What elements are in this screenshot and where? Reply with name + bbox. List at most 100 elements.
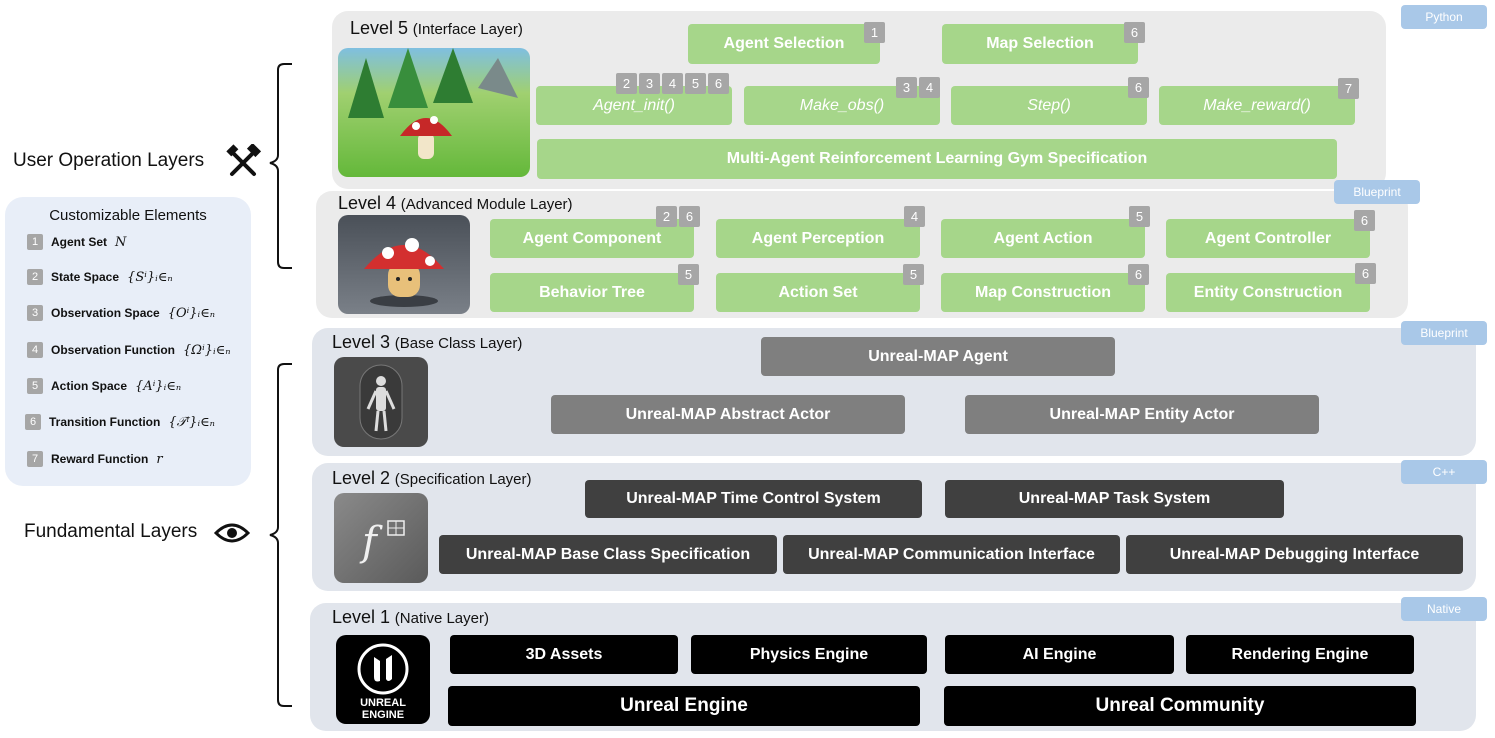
unreal-community-box: Unreal Community [944,686,1416,726]
unreal-map-abstract-actor-box: Unreal-MAP Abstract Actor [551,395,905,434]
level1-number: Level 1 [332,607,391,627]
user-layers-bracket [269,63,292,269]
badge: 7 [1338,78,1359,99]
mannequin-icon [359,364,403,440]
step-box: Step() [951,86,1147,125]
level4-tag: Blueprint [1334,180,1420,204]
user-operation-layers-label: User Operation Layers [13,150,204,172]
agent-perception-box: Agent Perception [716,219,920,258]
badge: 6 [1128,264,1149,285]
legend-symbol: {Aⁱ}ᵢ∈ₙ [135,378,182,394]
unreal-engine-logo: UNREAL ENGINE [336,635,430,724]
debugging-interface-box: Unreal-MAP Debugging Interface [1126,535,1463,574]
legend-label: Observation Function [51,343,176,357]
badge: 3 [639,73,660,94]
map-selection-badges: 6 [1124,22,1145,43]
svg-text:f: f [359,519,383,565]
badge: 3 [896,77,917,98]
level2-tag: C++ [1401,460,1487,484]
badge: 6 [1124,22,1145,43]
badge: 4 [919,77,940,98]
level2-function-thumbnail: f [334,493,428,583]
legend-symbol: {Oⁱ}ᵢ∈ₙ [167,305,216,321]
level2-number: Level 2 [332,468,391,488]
hammer-wrench-icon [226,144,262,176]
agent-selection-box: Agent Selection [688,24,880,64]
agent-action-badges: 5 [1129,206,1150,227]
badge: 5 [1129,206,1150,227]
action-set-box: Action Set [716,273,920,312]
legend-item: 2 State Space {Sⁱ}ᵢ∈ₙ [27,269,173,285]
badge: 2 [656,206,677,227]
level5-tag: Python [1401,5,1487,29]
badge: 6 [1355,263,1376,284]
legend-title: Customizable Elements [49,207,207,224]
level4-name: (Advanced Module Layer) [400,196,573,213]
badge: 4 [662,73,683,94]
legend-label: Reward Function [51,452,149,466]
badge: 5 [903,264,924,285]
fundamental-layers-label: Fundamental Layers [24,521,197,543]
level1-tag: Native [1401,597,1487,621]
level1-title: Level 1 (Native Layer) [332,607,489,628]
legend-item: 7 Reward Function r [27,451,163,467]
legend-number: 7 [27,451,43,467]
entity-construction-box: Entity Construction [1166,273,1370,312]
agent-action-box: Agent Action [941,219,1145,258]
agent-perception-badges: 4 [904,206,925,227]
behavior-tree-box: Behavior Tree [490,273,694,312]
behavior-tree-badges: 5 [678,264,699,285]
legend-symbol: r [156,451,163,467]
level1-name: (Native Layer) [394,610,489,627]
level5-forest-scene-thumbnail [338,48,530,177]
badge: 6 [1128,77,1149,98]
unreal-engine-box: Unreal Engine [448,686,920,726]
ai-engine-box: AI Engine [945,635,1174,674]
level5-title: Level 5 (Interface Layer) [350,18,523,39]
legend-label: Transition Function [49,415,161,429]
legend-item: 5 Action Space {Aⁱ}ᵢ∈ₙ [27,378,181,394]
make-obs-badges: 3 4 [896,77,940,98]
time-control-system-box: Unreal-MAP Time Control System [585,480,922,518]
level3-name: (Base Class Layer) [394,335,523,352]
agent-controller-badges: 6 [1354,210,1375,231]
legend-label: State Space [51,270,120,284]
forest-mushroom-scene [348,48,518,159]
level5-number: Level 5 [350,18,409,38]
marl-gym-specification-box: Multi-Agent Reinforcement Learning Gym S… [537,139,1337,179]
agent-init-badges: 2 3 4 5 6 [616,73,729,94]
task-system-box: Unreal-MAP Task System [945,480,1284,518]
unreal-map-agent-box: Unreal-MAP Agent [761,337,1115,376]
legend-number: 3 [27,305,43,321]
legend-number: 5 [27,378,43,394]
entity-construction-badges: 6 [1355,263,1376,284]
level4-title: Level 4 (Advanced Module Layer) [338,193,573,214]
badge: 6 [679,206,700,227]
legend-label: Observation Space [51,306,160,320]
level4-mushroom-thumbnail [338,215,470,314]
legend-number: 4 [27,342,43,358]
function-symbol-icon: f [359,519,405,565]
badge: 5 [685,73,706,94]
level4-number: Level 4 [338,193,397,213]
level2-title: Level 2 (Specification Layer) [332,468,532,489]
legend-number: 1 [27,234,43,250]
make-reward-box: Make_reward() [1159,86,1355,125]
legend-symbol: {Ωⁱ}ᵢ∈ₙ [183,342,231,358]
map-selection-box: Map Selection [942,24,1138,64]
legend-label: Agent Set [51,235,108,249]
agent-component-badges: 2 6 [656,206,700,227]
level3-tag: Blueprint [1401,321,1487,345]
map-construction-badges: 6 [1128,264,1149,285]
level3-number: Level 3 [332,332,391,352]
agent-controller-box: Agent Controller [1166,219,1370,258]
legend-number: 2 [27,269,43,285]
fundamental-layers-bracket [269,363,292,707]
mushroom-character-illustration [364,238,444,307]
badge: 4 [904,206,925,227]
unreal-engine-logo-icon [357,643,409,695]
level5-name: (Interface Layer) [412,21,523,38]
eye-icon [214,523,250,543]
level2-name: (Specification Layer) [394,471,532,488]
badge: 1 [864,22,885,43]
